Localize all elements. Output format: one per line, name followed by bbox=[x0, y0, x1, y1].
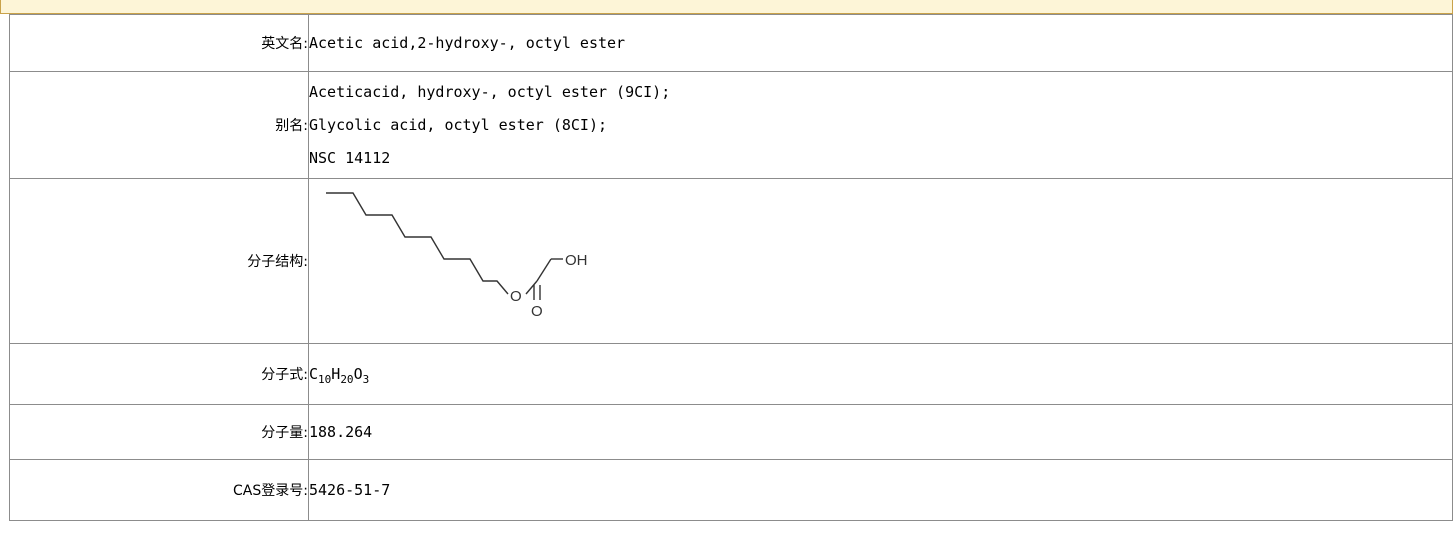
table-row: CAS登录号: 5426-51-7 bbox=[9, 459, 1453, 521]
compound-info-table: 英文名: Acetic acid,2-hydroxy-, octyl ester… bbox=[9, 14, 1453, 521]
structure-diagram: O OH O bbox=[326, 192, 588, 320]
alias-item: NSC 14112 bbox=[309, 148, 391, 167]
atom-o-ester: O bbox=[510, 288, 522, 305]
formula-subscript: 10 bbox=[318, 373, 332, 386]
atom-oh: OH bbox=[565, 252, 588, 269]
molecular-weight-label: 分子量: bbox=[9, 404, 309, 460]
table-row: 别名: Aceticacid, hydroxy-, octyl ester (9… bbox=[9, 71, 1453, 179]
molecular-formula: C10H20O3 bbox=[308, 343, 1453, 405]
alias-label: 别名: bbox=[9, 71, 309, 179]
formula-label: 分子式: bbox=[9, 343, 309, 405]
atom-o-carbonyl: O bbox=[531, 303, 543, 320]
table-row: 分子式: C10H20O3 bbox=[9, 343, 1453, 405]
alias-list: Aceticacid, hydroxy-, octyl ester (9CI);… bbox=[308, 71, 1453, 179]
molecular-structure-image: O OH O bbox=[309, 179, 1452, 343]
cas-number-value: 5426-51-7 bbox=[308, 459, 1453, 521]
formula-element: O bbox=[353, 365, 363, 383]
english-name-label: 英文名: bbox=[9, 14, 309, 72]
english-name-value: Acetic acid,2-hydroxy-, octyl ester bbox=[308, 14, 1453, 72]
structure-label: 分子结构: bbox=[9, 178, 309, 344]
formula-subscript: 3 bbox=[362, 373, 370, 386]
alias-item: Glycolic acid, octyl ester (8CI); bbox=[309, 115, 608, 134]
cas-number-label: CAS登录号: bbox=[9, 459, 309, 521]
molecular-weight-value: 188.264 bbox=[308, 404, 1453, 460]
formula-subscript: 20 bbox=[340, 373, 354, 386]
formula-element: C bbox=[309, 365, 319, 383]
header-band bbox=[0, 0, 1453, 14]
table-row: 分子量: 188.264 bbox=[9, 404, 1453, 460]
table-row: 英文名: Acetic acid,2-hydroxy-, octyl ester bbox=[9, 14, 1453, 72]
formula-element: H bbox=[331, 365, 341, 383]
table-row: 分子结构: O OH O bbox=[9, 178, 1453, 344]
alias-item: Aceticacid, hydroxy-, octyl ester (9CI); bbox=[309, 82, 671, 101]
